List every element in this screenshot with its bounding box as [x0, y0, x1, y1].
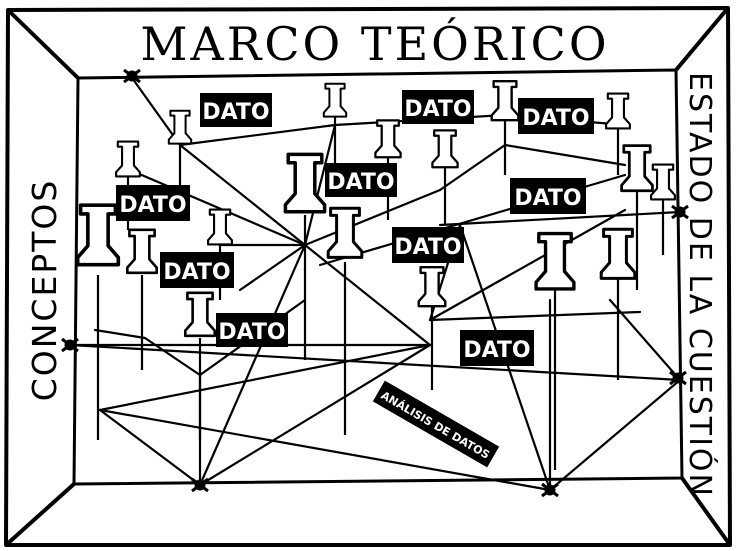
pushpin-icon [650, 163, 676, 201]
knot-icon [61, 337, 79, 353]
dato-label: DATO [510, 178, 586, 214]
pushpin-icon [75, 203, 121, 267]
dato-label: DATO [460, 330, 534, 366]
knot-icon [541, 482, 559, 498]
pushpin-icon [417, 266, 447, 308]
pushpin-icon [207, 208, 233, 246]
dato-label-text: DATO [202, 100, 269, 125]
dato-label: DATO [402, 90, 474, 124]
dato-label-text: DATO [522, 106, 589, 131]
dato-label-text: DATO [327, 170, 394, 195]
pushpin-icon [431, 129, 459, 169]
pushpin-icon [620, 144, 654, 193]
string-knots [61, 68, 689, 498]
frame-left-label: CONCEPTOS [25, 179, 64, 402]
analysis-tag: ANÁLISIS DE DATOS [372, 380, 500, 468]
knot-icon [123, 68, 141, 84]
dato-label-text: DATO [514, 186, 581, 211]
pushpin-icon [283, 152, 327, 214]
dato-label: DATO [200, 93, 272, 127]
dato-label: DATO [325, 163, 397, 197]
dato-label-text: DATO [218, 320, 285, 345]
pushpin-icon [605, 92, 631, 130]
frame-right-label: ESTADO DE LA CUESTIÓN [682, 72, 719, 498]
pushpin-icon [183, 291, 217, 338]
pushpin-icon [326, 206, 364, 259]
knot-icon [671, 204, 689, 220]
dato-label-text: DATO [119, 193, 186, 218]
pushpin-icon [322, 82, 348, 118]
dato-label: DATO [160, 252, 234, 288]
knot-icon [191, 477, 209, 493]
knot-icon [669, 370, 687, 386]
pushpin-icon [374, 119, 402, 159]
pushpin-icon [534, 231, 576, 291]
pushpin-icon [490, 80, 520, 122]
pushpin-icon [115, 140, 141, 178]
pushpin-icon [599, 227, 637, 280]
dato-label: DATO [116, 185, 190, 221]
dato-label: DATO [216, 313, 288, 347]
dato-label: DATO [518, 98, 594, 134]
dato-label: DATO [392, 227, 464, 263]
dato-label-text: DATO [463, 338, 530, 363]
dato-label-text: DATO [163, 260, 230, 285]
pushpin-icon [167, 109, 193, 145]
thumbtacks [75, 80, 676, 338]
analysis-tag-text: ANÁLISIS DE DATOS [379, 389, 492, 462]
dato-label-text: DATO [394, 235, 461, 260]
dato-label-text: DATO [404, 97, 471, 122]
frame-title: MARCO TEÓRICO [140, 16, 609, 71]
pushpin-icon [125, 228, 159, 275]
